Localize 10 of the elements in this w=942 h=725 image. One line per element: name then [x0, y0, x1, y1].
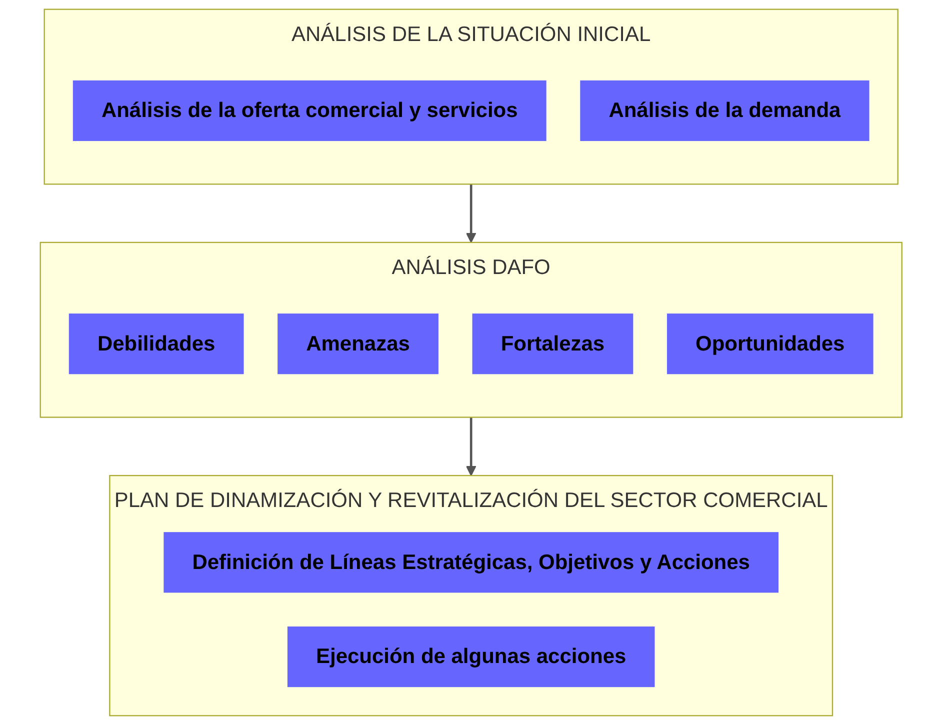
node-box: Debilidades: [68, 314, 244, 374]
arrow: [466, 184, 476, 243]
node-box: Análisis de la demanda: [580, 80, 870, 142]
node-box: Fortalezas: [472, 314, 634, 374]
node-box: Ejecución de algunas acciones: [287, 626, 655, 688]
node-box: Análisis de la oferta comercial y servicios: [72, 80, 546, 142]
node-box: Definición de Líneas Estratégicas, Objetivos y Acciones: [164, 532, 778, 593]
node-box: Oportunidades: [666, 314, 874, 374]
arrow: [466, 417, 476, 476]
node-box: Amenazas: [277, 314, 438, 374]
